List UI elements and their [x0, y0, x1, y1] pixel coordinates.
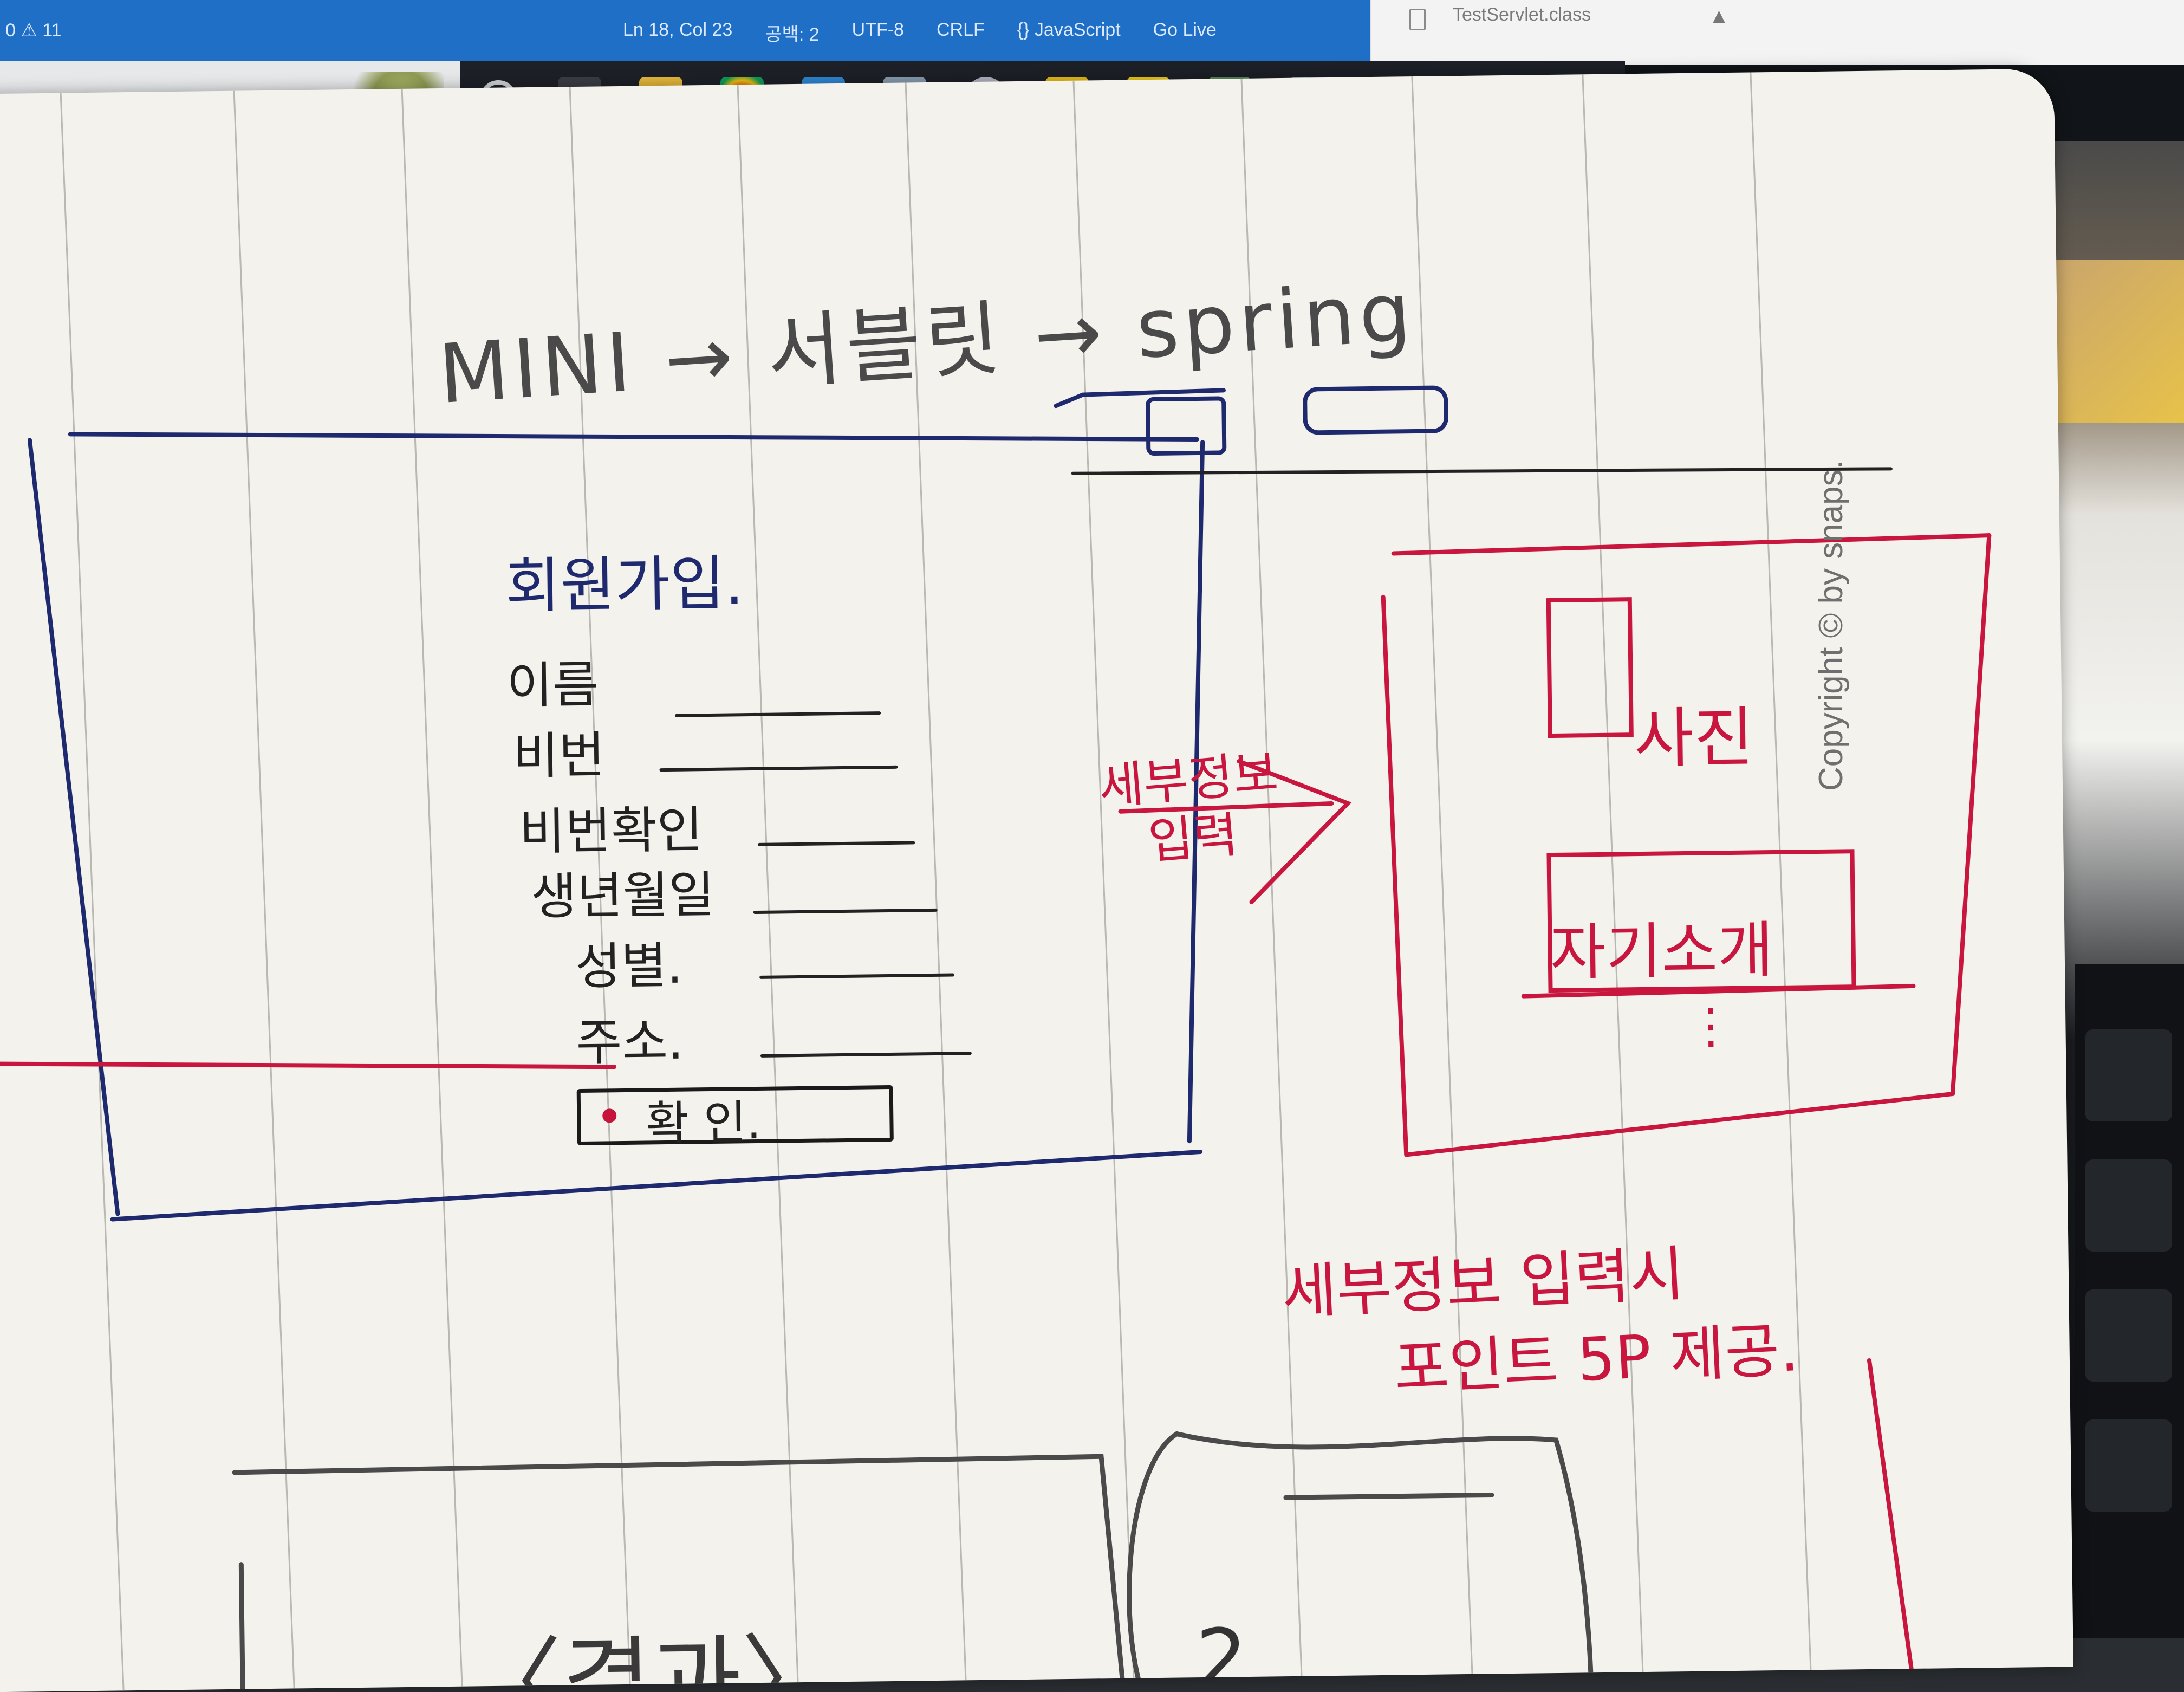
keyboard-key [2085, 1289, 2172, 1382]
confirm-button-label: 확 인. [645, 1095, 762, 1151]
status-line-ending[interactable]: CRLF [936, 20, 985, 40]
status-go-live[interactable]: Go Live [1153, 20, 1217, 40]
photo-label: 사진 [1634, 700, 1754, 777]
field-name-label: 이름 [506, 656, 599, 715]
field-birthdate-label: 생년월일 [530, 865, 715, 926]
signup-title: 회원가입. [505, 548, 744, 621]
detail-wireframe [0, 533, 1992, 1692]
confirm-button-sketch: 확 인. [576, 1085, 894, 1151]
red-dot-marker [602, 1108, 617, 1123]
cardboard-box [2037, 260, 2184, 423]
keyboard [2075, 964, 2184, 1638]
self-intro-label: 자기소개 [1549, 915, 1774, 989]
vertical-ruled-lines [60, 72, 1812, 1691]
editor-tab[interactable]: TestServlet.class ▲ [1370, 0, 2184, 65]
editor-tab-title: TestServlet.class [1453, 4, 1591, 25]
bonus-note: 세부정보 입력시 포인트 5P 제공. [1280, 1228, 1800, 1414]
editor-status-bar: 0 ⚠ 11 Ln 18, Col 23 공백: 2 UTF-8 CRLF {}… [0, 0, 1376, 61]
status-encoding[interactable]: UTF-8 [851, 20, 904, 40]
field-gender-label: 성별. [575, 936, 684, 996]
file-icon [1409, 9, 1426, 30]
status-cursor-position[interactable]: Ln 18, Col 23 [623, 20, 733, 40]
notebook-page: MINI → 서블릿 → spring 회원가입. 이름 비번 비번확인 생년월… [0, 68, 2074, 1692]
field-address-label: 주소. [575, 1012, 684, 1072]
keyboard-key [2085, 1029, 2172, 1121]
chevron-up-icon[interactable]: ▲ [1713, 7, 1726, 25]
problems-indicator[interactable]: 0 ⚠ 11 [5, 20, 62, 41]
keyboard-key [2085, 1419, 2172, 1512]
field-password-label: 비번 [512, 726, 606, 786]
status-indentation[interactable]: 공백: 2 [765, 24, 820, 45]
page-drawing [0, 72, 1992, 1692]
status-language[interactable]: {} JavaScript [1017, 20, 1121, 40]
more-items-ellipsis: ⋮ [1686, 997, 1736, 1055]
status-items: Ln 18, Col 23 공백: 2 UTF-8 CRLF {} JavaSc… [623, 20, 1217, 46]
field-password-confirm-label: 비번확인 [519, 801, 704, 861]
copyright-watermark: Copyright © by snaps. [1812, 460, 1850, 791]
keyboard-key [2085, 1159, 2172, 1252]
page-number-2: 2 [1195, 1612, 1249, 1692]
arrow-note: 세부정보 입력 [1096, 744, 1280, 871]
result-label: 〈결과〉. [464, 1623, 871, 1692]
signup-wireframe [27, 385, 1893, 1222]
bottom-wireframe [232, 1431, 1595, 1692]
